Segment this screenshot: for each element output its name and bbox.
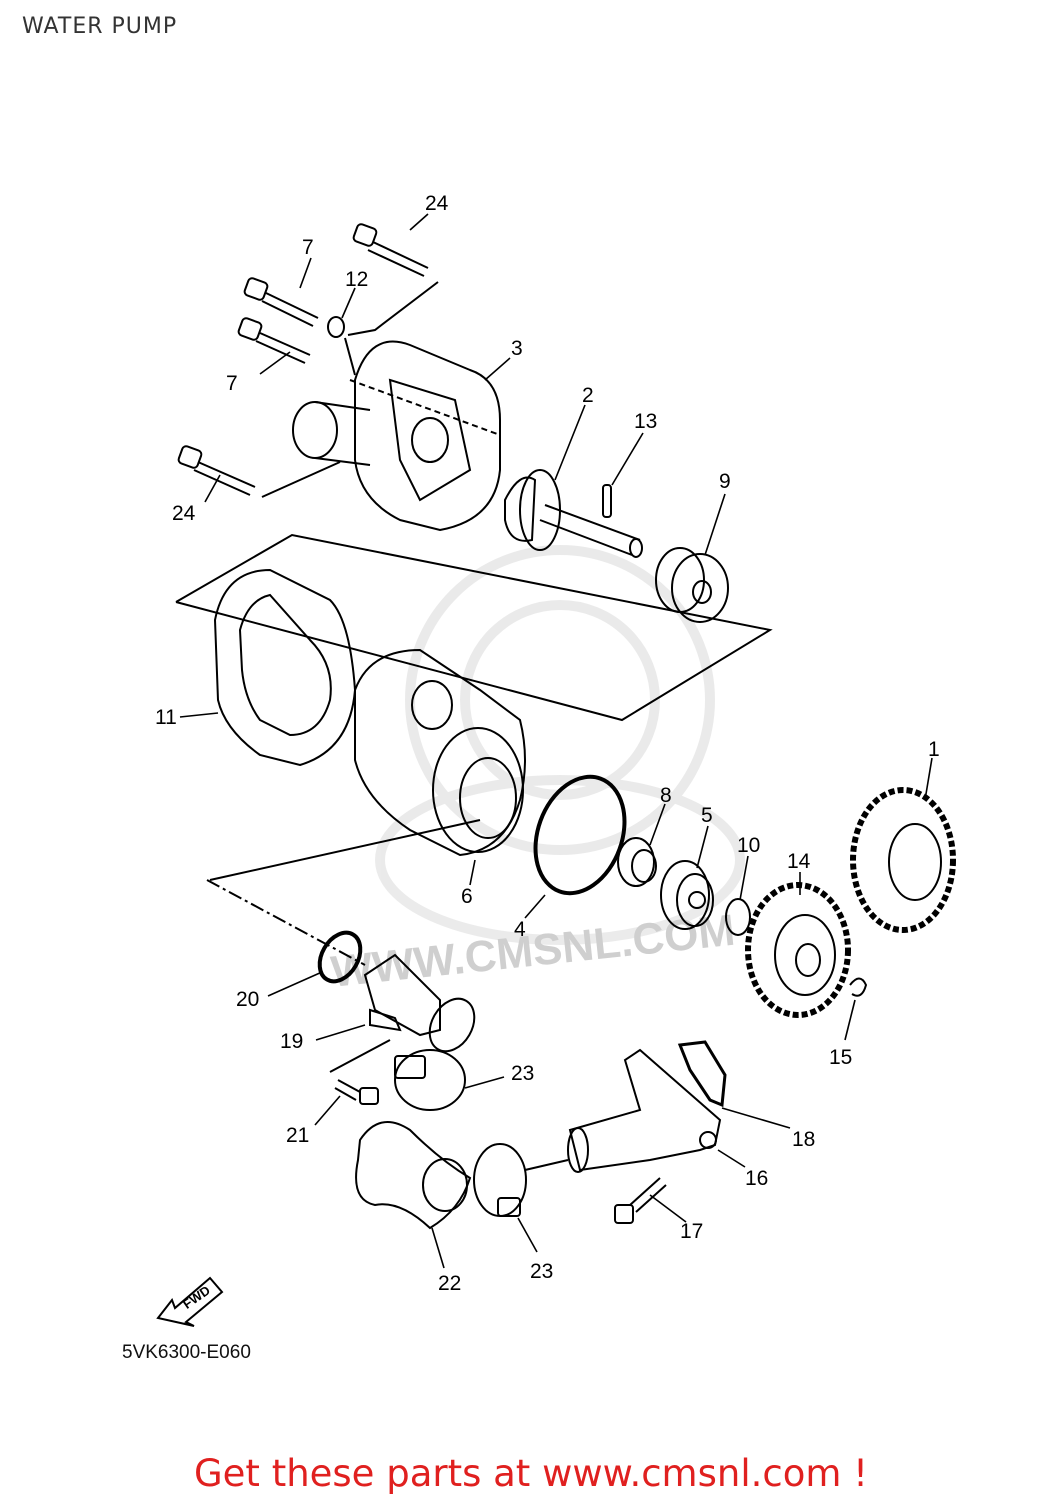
gear-14 [745, 882, 851, 1018]
inlet-pipe-16 [567, 1048, 722, 1173]
bolt-24-lower [177, 445, 256, 496]
cta-link[interactable]: Get these parts at www.cmsnl.com ! [193, 1452, 868, 1495]
callout-label: 3 [511, 337, 523, 360]
callout-label: 7 [226, 372, 238, 395]
callout-label: 8 [660, 784, 672, 807]
callout-label: 14 [787, 850, 811, 873]
callout-label: 5 [701, 804, 713, 827]
outlet-pipe-19 [363, 953, 476, 1053]
pump-body-6 [354, 648, 526, 857]
callout-label: 13 [634, 410, 657, 433]
callout-label: 10 [737, 834, 760, 857]
assembly-outline-top [175, 533, 773, 722]
fwd-arrow-icon [156, 1276, 224, 1327]
bolt-24-top [352, 223, 429, 277]
clamp-23-upper [394, 1049, 466, 1111]
leader-lines [179, 213, 933, 1269]
callout-label: 22 [438, 1272, 461, 1295]
callout-label: 17 [680, 1220, 703, 1243]
callout-label: 24 [172, 502, 196, 525]
callout-label: 9 [719, 470, 731, 493]
callout-label: 21 [286, 1124, 309, 1147]
callout-label: 23 [530, 1260, 553, 1283]
o-ring-4 [533, 774, 627, 896]
seal-9 [655, 547, 729, 623]
washer-12 [327, 316, 345, 338]
callout-label: 16 [745, 1167, 768, 1190]
hose-22 [355, 1121, 472, 1230]
callout-label: 24 [425, 192, 449, 215]
pin-13 [602, 484, 612, 518]
bearing-8 [617, 837, 657, 887]
o-ring-18 [677, 1040, 727, 1108]
impeller-2 [504, 469, 643, 558]
callout-label: 7 [302, 236, 314, 259]
gasket-11 [213, 568, 357, 767]
callout-label: 23 [511, 1062, 534, 1085]
bolt-21 [334, 1079, 379, 1105]
callout-label: 1 [928, 738, 940, 761]
callout-label: 12 [345, 268, 368, 291]
callout-label: 6 [461, 885, 473, 908]
callout-label: 2 [582, 384, 594, 407]
bolt-7-upper [243, 277, 319, 327]
callout-label: 18 [792, 1128, 815, 1151]
callout-label: 4 [514, 918, 526, 941]
bolt-7-lower [237, 317, 311, 364]
callout-label: 20 [236, 988, 259, 1011]
cta-banner: Get these parts at www.cmsnl.com ! [0, 1452, 1062, 1495]
fwd-label: FWD [180, 1283, 213, 1312]
washer-10 [725, 898, 751, 936]
gear-1 [850, 787, 956, 933]
diagram-code: 5VK6300-E060 [122, 1342, 251, 1363]
callout-label: 11 [155, 706, 177, 729]
circlip-15 [849, 977, 868, 997]
bolt-17 [614, 1177, 667, 1224]
watermark-logo [375, 545, 745, 945]
callout-labels: 24 7 12 7 3 24 2 13 9 11 1 8 5 10 14 6 4… [155, 192, 940, 1295]
bearing-5 [660, 860, 714, 930]
o-ring-20 [317, 930, 363, 984]
clamp-23-lower [473, 1143, 527, 1217]
bolt-leader-bottom [261, 461, 341, 498]
pump-cover-3 [292, 340, 501, 532]
callout-label: 15 [829, 1046, 852, 1069]
bolt-leader-top [347, 281, 439, 336]
assembly-dash-left [206, 879, 366, 966]
page-title: WATER PUMP [22, 14, 178, 39]
watermark-text: WWW.CMSNL.COM [329, 906, 738, 997]
callout-label: 19 [280, 1030, 303, 1053]
